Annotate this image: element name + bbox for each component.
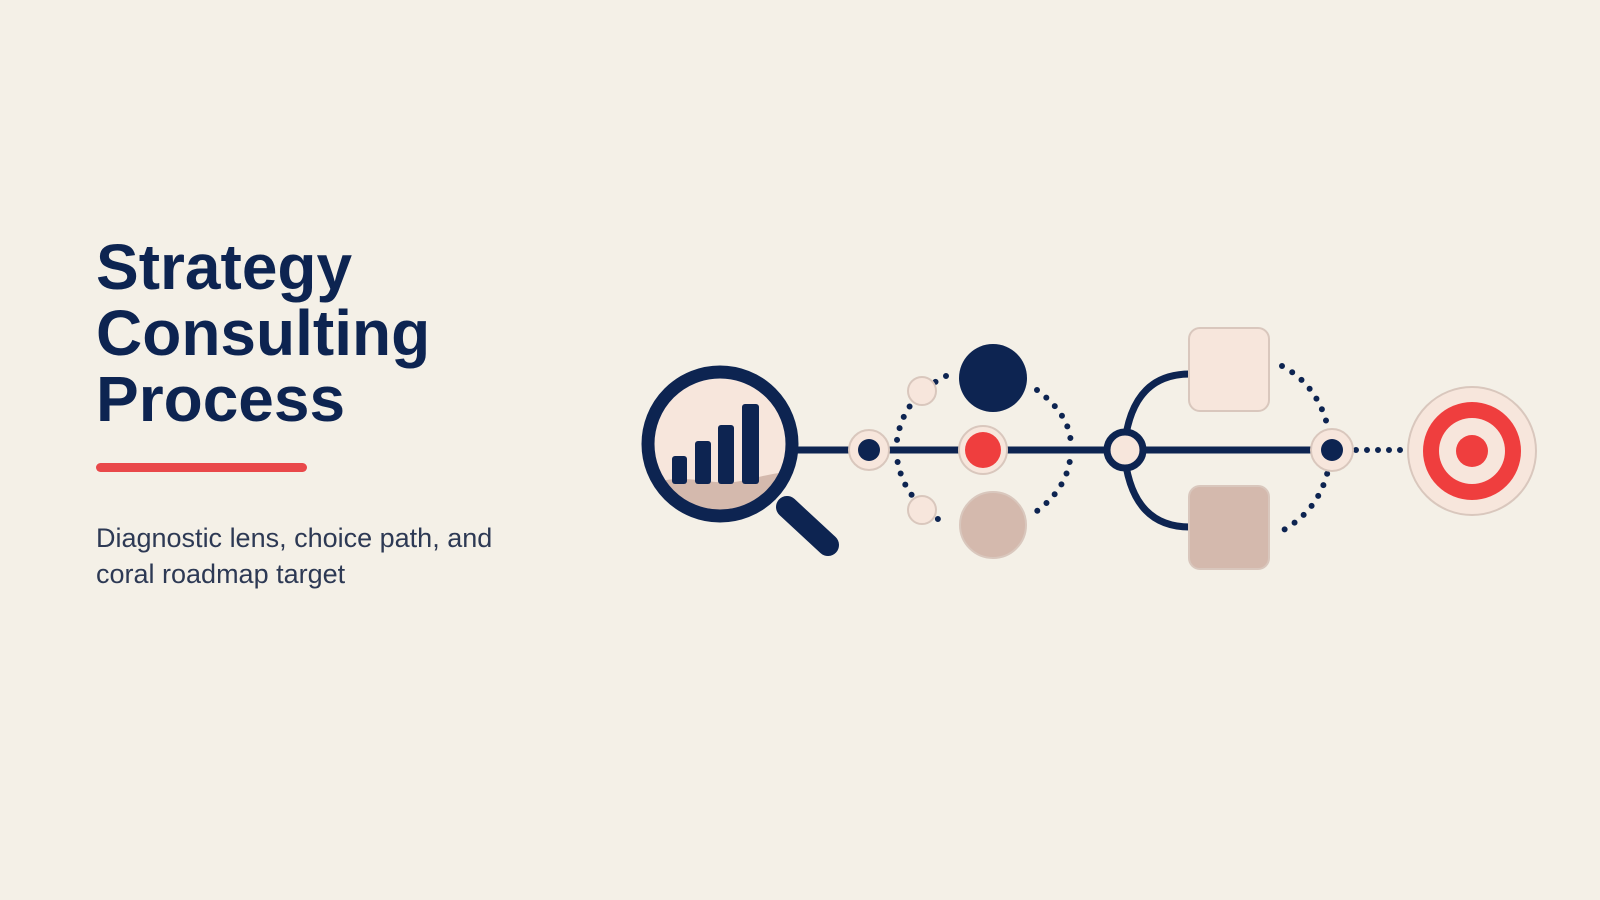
- option-nodes-icon: [907, 344, 1027, 559]
- branch-icon: [1103, 327, 1270, 570]
- coral-accent-rule: [96, 463, 307, 472]
- magnifier-handle: [776, 496, 839, 556]
- first-process-node-icon: [848, 429, 890, 471]
- title-line-process: Process: [96, 363, 346, 435]
- slide-subtitle: Diagnostic lens, choice path, and coral …: [96, 520, 546, 592]
- title-line-consulting: Consulting: [96, 297, 431, 369]
- title-line-strategy: Strategy: [96, 231, 353, 303]
- branch-decision-node: [1103, 428, 1147, 472]
- subtitle-line-2: coral roadmap target: [96, 559, 346, 589]
- upper-option-circle: [959, 344, 1027, 412]
- magnifying-glass-bar-chart-icon: [641, 365, 839, 556]
- slide-title: Strategy Consulting Process: [96, 234, 616, 432]
- lower-option-circle: [959, 491, 1027, 559]
- bar-chart-bar-1: [672, 456, 687, 484]
- choice-path-node-icon: [958, 425, 1008, 475]
- lens-ring: [641, 365, 799, 523]
- bar-chart-bar-3: [718, 425, 734, 484]
- small-lower-option-circle: [907, 495, 937, 525]
- upper-option-card: [1188, 327, 1270, 412]
- dotted-choice-ring: [893, 373, 1075, 527]
- bar-chart-bar-2: [695, 441, 711, 484]
- bar-chart-bar-4: [742, 404, 759, 484]
- lower-option-card: [1188, 485, 1270, 570]
- target-bullseye: [1456, 435, 1488, 467]
- final-process-node-icon: [1310, 428, 1354, 472]
- subtitle-line-1: Diagnostic lens, choice path, and: [96, 523, 493, 553]
- small-upper-option-circle: [907, 376, 937, 406]
- target-icon: [1407, 386, 1537, 516]
